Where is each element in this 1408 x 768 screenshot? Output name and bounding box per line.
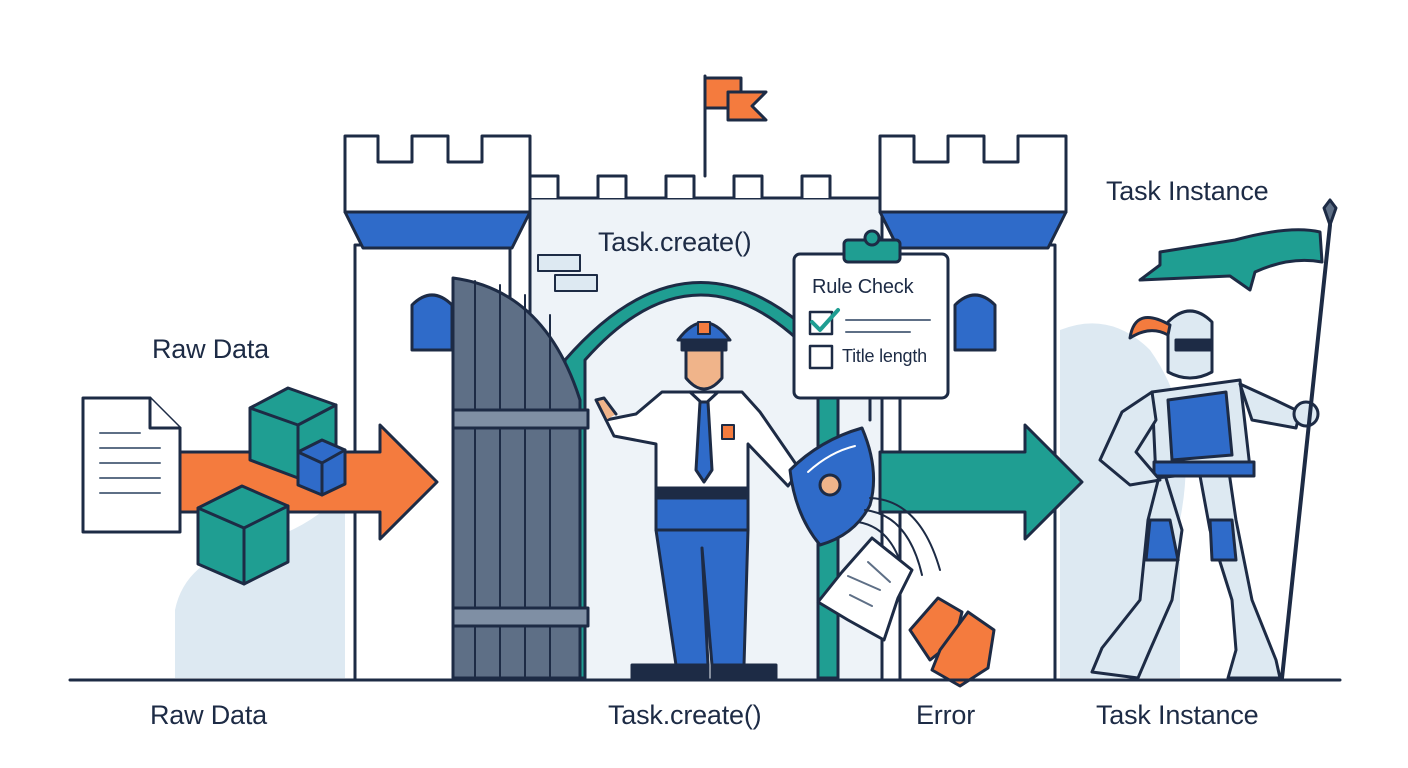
background-blob-left xyxy=(175,490,345,678)
brick xyxy=(537,254,581,272)
knight xyxy=(1090,198,1338,680)
rejected-paper xyxy=(816,536,914,642)
label-task-instance-top: Task Instance xyxy=(1106,176,1269,206)
data-cube-bottom xyxy=(196,484,290,586)
label-raw-data-bottom: Raw Data xyxy=(150,700,267,730)
gate xyxy=(451,276,590,680)
checklist-title: Rule Check xyxy=(812,276,914,298)
error-block xyxy=(908,596,996,688)
label-task-instance-bottom: Task Instance xyxy=(1096,700,1259,730)
checklist-item-label: Title length xyxy=(842,346,927,366)
data-cube-small xyxy=(296,438,347,497)
label-raw-data-top: Raw Data xyxy=(152,334,269,364)
raw-data-document xyxy=(81,396,182,534)
shield-icon xyxy=(788,426,876,547)
guard xyxy=(594,321,802,680)
label-error-bottom: Error xyxy=(916,700,975,730)
brick xyxy=(554,274,598,292)
label-task-create-top: Task.create() xyxy=(598,227,752,257)
output-arrow xyxy=(878,423,1084,541)
castle-flag xyxy=(703,74,768,178)
castle-wall-crenellations xyxy=(528,174,884,200)
label-task-create-bottom: Task.create() xyxy=(608,700,762,730)
rule-check-clipboard xyxy=(792,229,950,422)
right-tower xyxy=(878,134,1068,682)
